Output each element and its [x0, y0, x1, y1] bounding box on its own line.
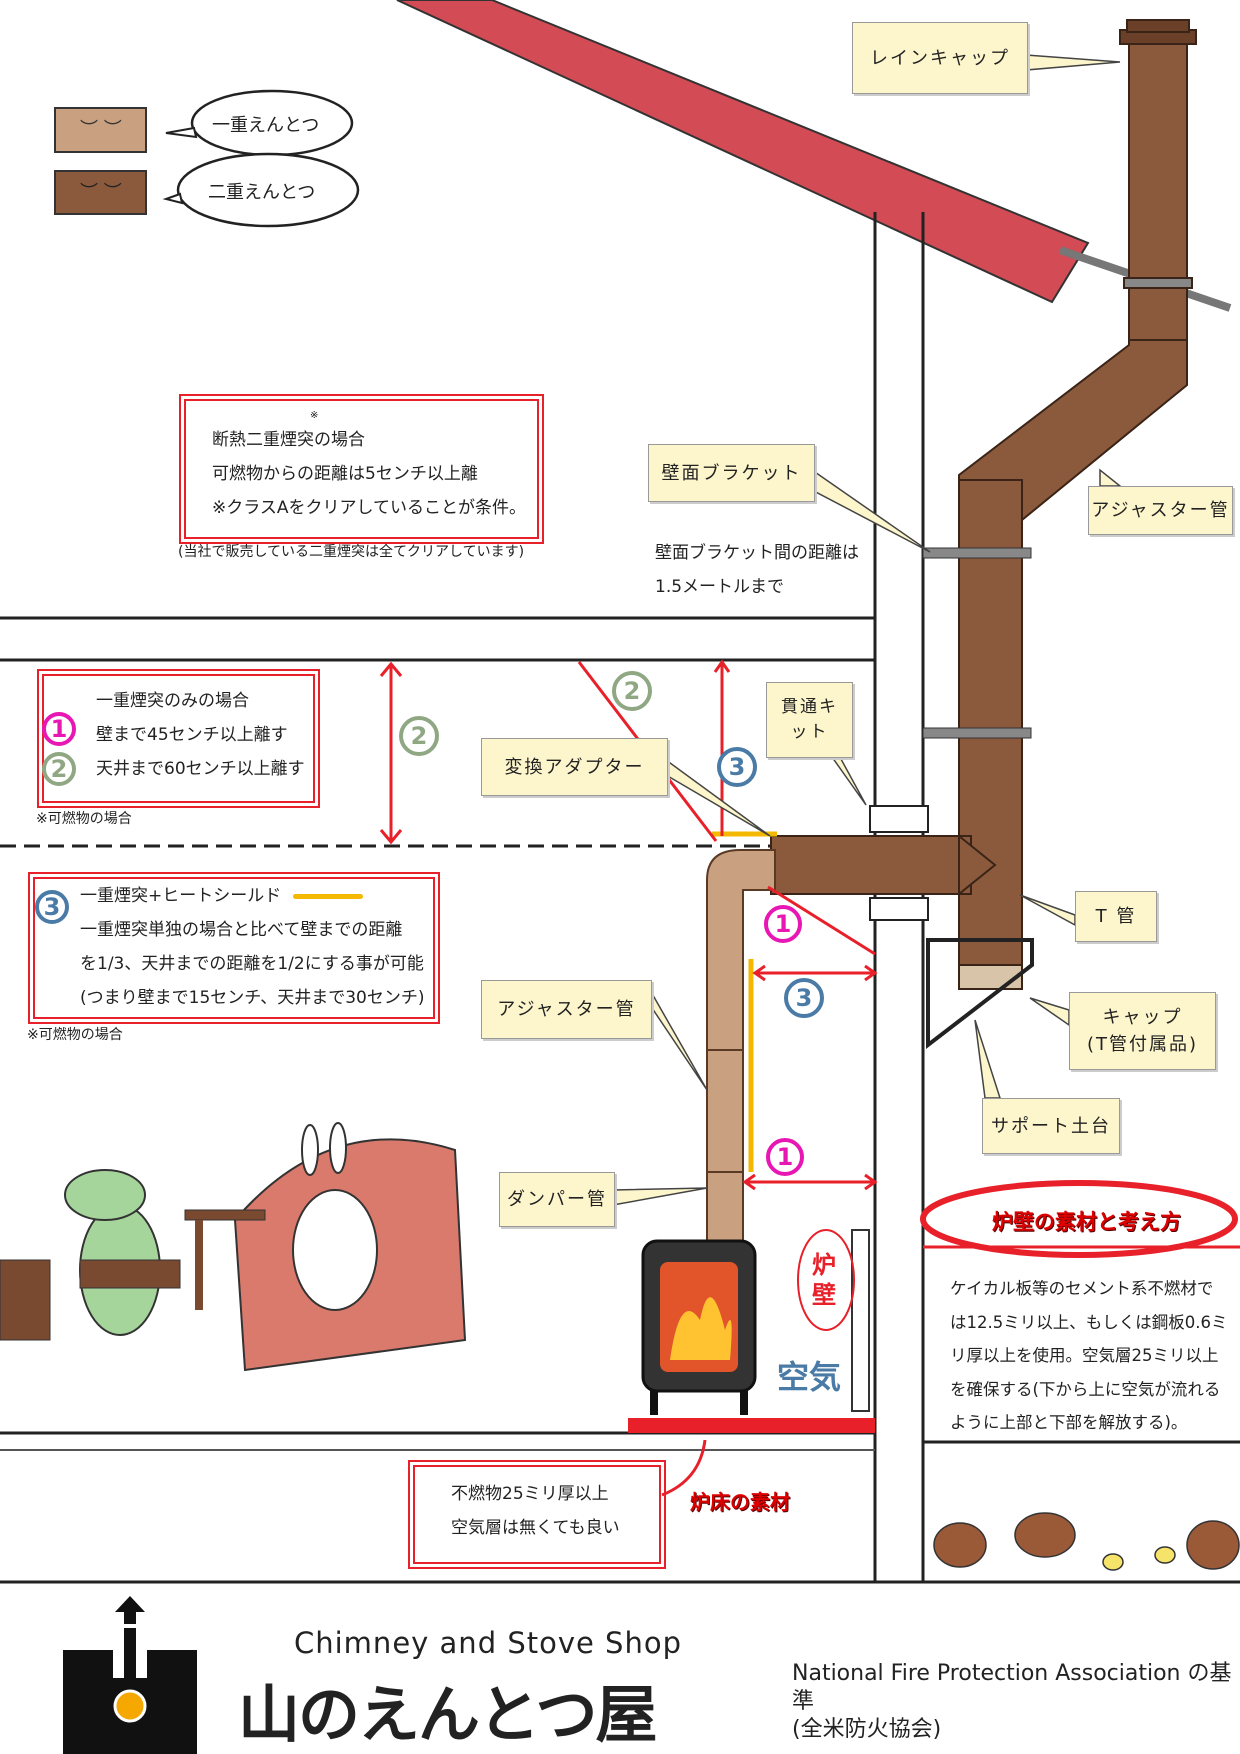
bracket-note-line2: 1.5メートルまで: [655, 577, 785, 597]
nfpa-standard: National Fire Protection Association の基準…: [792, 1660, 1240, 1744]
insulated-line3: ※クラスAをクリアしていることが条件。: [212, 498, 527, 518]
wall-bracket-lower: [922, 727, 1032, 739]
legend-single-label: 一重えんとつ: [212, 115, 320, 136]
nfpa-standard-line1: National Fire Protection Association の基準: [792, 1661, 1232, 1714]
shield-wall-marker: 3: [784, 978, 824, 1018]
shield-line2: 一重煙突単独の場合と比べて壁までの距離: [80, 920, 403, 940]
insulated-footnote: (当社で販売している二重煙突は全てクリアしています): [178, 544, 525, 560]
hearth-wall-board: [851, 1229, 870, 1412]
wall-bracket-upper: [922, 547, 1032, 559]
label-t-pipe: T 管: [1075, 891, 1157, 942]
shop-logo: [63, 1596, 197, 1754]
legend-double-swatch: [54, 170, 147, 215]
firewood-pile: [0, 1259, 51, 1341]
wall-clearance-marker-lower: 1: [766, 1138, 804, 1176]
adapter-ceiling-marker: 2: [612, 671, 652, 711]
hearth-wall-line: は12.5ミリ以上、もしくは鋼板0.6ミ: [950, 1312, 1228, 1332]
shield-ceiling-marker: 3: [717, 747, 757, 787]
single-footnote: ※可燃物の場合: [36, 811, 132, 827]
nfpa-standard-line2: (全米防火協会): [792, 1717, 942, 1742]
heat-shield-box: 一重煙突+ヒートシールド 一重煙突単独の場合と比べて壁までの距離 を1/3、天井…: [28, 872, 440, 1024]
t-pipe: [770, 833, 1023, 990]
marker-2-icon: 2: [42, 752, 76, 786]
frog-character: [64, 1169, 181, 1336]
hearth-floor-line2: 空気層は無くても良い: [451, 1518, 620, 1538]
label-damper: ダンパー管: [499, 1172, 615, 1227]
hearth-wall-line: を確保する(下から上に空気が流れる: [950, 1379, 1221, 1399]
hearth-floor-title: 炉床の素材: [690, 1490, 790, 1514]
hearth-floor-line1: 不燃物25ミリ厚以上: [451, 1484, 609, 1504]
label-adjuster-lower: アジャスター管: [481, 980, 652, 1039]
heat-shield-legend-swatch: [293, 893, 364, 899]
label-adapter: 変換アダプター: [481, 738, 668, 796]
label-wall-bracket: 壁面ブラケット: [648, 444, 815, 502]
label-cap-line1: キャップ: [1102, 1007, 1183, 1028]
label-rain-cap: レインキャップ: [852, 22, 1028, 94]
hearth-wall-line: ように上部と下部を解放する)。: [950, 1413, 1188, 1432]
shield-line1: 一重煙突+ヒートシールド: [80, 879, 433, 913]
label-through-kit: 貫通キット: [766, 682, 853, 758]
single-title: 一重煙突のみの場合: [96, 691, 249, 711]
shield-footnote: ※可燃物の場合: [27, 1027, 123, 1043]
side-table: [184, 1209, 266, 1310]
single-item2: 天井まで60センチ以上離す: [96, 759, 305, 779]
shop-name-jp: 山のえんとつ屋: [238, 1678, 658, 1751]
through-kit-lower: [869, 897, 929, 921]
single-chimney-box: 一重煙突のみの場合 壁まで45センチ以上離す 天井まで60センチ以上離す: [37, 669, 320, 808]
marker-3-icon: 3: [35, 890, 69, 924]
chickens: [933, 1512, 1240, 1571]
ceiling-clearance-marker: 2: [399, 716, 439, 756]
hearth-floor-plate: [628, 1418, 875, 1433]
roof: [396, 0, 1090, 304]
label-cap: キャップ (T管付属品): [1069, 992, 1216, 1070]
legend-single-swatch: [54, 107, 147, 153]
hearth-floor-box: 不燃物25ミリ厚以上 空気層は無くても良い: [408, 1460, 666, 1569]
hearth-wall-line: リ厚以上を使用。空気層25ミリ以上: [950, 1346, 1219, 1365]
shop-name-en: Chimney and Stove Shop: [294, 1626, 682, 1660]
legend-double-label: 二重えんとつ: [208, 182, 316, 203]
insulated-chimney-box: 断熱二重煙突の場合 可燃物からの距離は5センチ以上離 ※クラスAをクリアしている…: [179, 394, 544, 544]
label-cap-line2: (T管付属品): [1086, 1034, 1199, 1055]
svg-text:︶ ︶: ︶ ︶: [80, 182, 122, 203]
legend-bubble-double: [176, 152, 360, 228]
label-adjuster-upper: アジャスター管: [1088, 486, 1233, 535]
insulated-line2: 可燃物からの距離は5センチ以上離: [212, 464, 478, 484]
wood-stove: [641, 1239, 757, 1415]
marker-1-icon: 1: [42, 712, 76, 746]
single-item1: 壁まで45センチ以上離す: [96, 725, 288, 745]
wall-clearance-marker-upper: 1: [764, 905, 802, 943]
insulated-line1: 断熱二重煙突の場合: [212, 430, 365, 450]
label-support-base: サポート土台: [982, 1098, 1120, 1154]
hearth-wall-line: ケイカル板等のセメント系不燃材で: [950, 1279, 1214, 1298]
bracket-note: 壁面ブラケット間の距離は 1.5メートルまで: [655, 536, 859, 604]
svg-text:︶ ︶: ︶ ︶: [80, 119, 122, 140]
indoor-single-chimney: [706, 849, 776, 1242]
hearth-wall-label: 炉壁: [812, 1251, 836, 1309]
bracket-note-line1: 壁面ブラケット間の距離は: [655, 543, 859, 563]
shield-line3: を1/3、天井までの距離を1/2にする事が可能: [80, 954, 424, 974]
rabbit-character: [292, 1122, 378, 1311]
support-base: [926, 938, 1034, 1050]
through-kit-upper: [869, 805, 929, 833]
air-gap-label: 空気: [777, 1358, 842, 1396]
hearth-wall-description: ケイカル板等のセメント系不燃材で は12.5ミリ以上、もしくは鋼板0.6ミ リ厚…: [950, 1272, 1227, 1440]
hearth-wall-title-ellipse: [920, 1180, 1238, 1258]
insulated-mark: ※: [310, 410, 319, 421]
shield-line1-text: 一重煙突+ヒートシールド: [80, 886, 282, 906]
hearth-wall-label-ellipse: [797, 1229, 855, 1331]
hearth-wall-title: 炉壁の素材と考え方: [992, 1210, 1181, 1234]
shield-line4: (つまり壁まで15センチ、天井まで30センチ): [80, 988, 425, 1008]
